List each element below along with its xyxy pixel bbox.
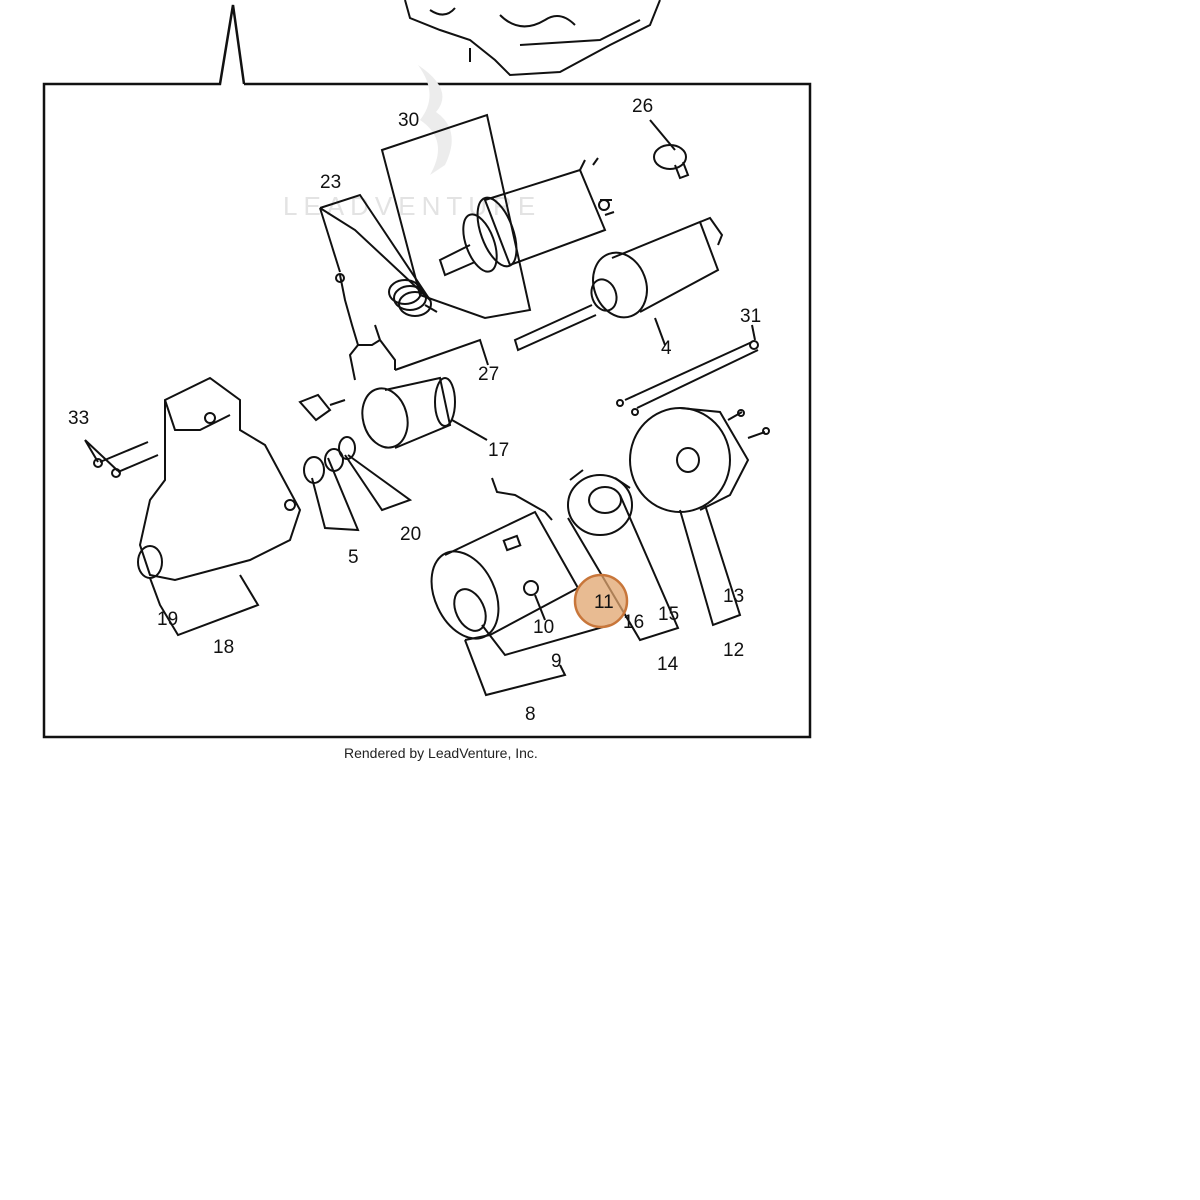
render-credit: Rendered by LeadVenture, Inc. [344,745,538,761]
callout-9: 9 [551,651,562,672]
bolts-part-33 [93,441,159,478]
callout-14: 14 [657,654,679,675]
callout-18: 18 [213,637,234,658]
connector-part [298,393,346,422]
through-bolts-part-31 [616,340,759,416]
callout-19: 19 [157,609,178,630]
callout-20: 20 [400,524,421,545]
end-frame-part-13 [629,407,770,513]
leadventure-watermark: LEADVENTURE [283,65,535,221]
diagram-frame [42,4,812,739]
armature-part-4 [513,216,724,352]
callout-5: 5 [348,547,359,568]
callout-12: 12 [723,640,744,661]
callout-31: 31 [740,306,761,327]
shift-lever-part [335,273,396,381]
callout-13: 13 [723,586,744,607]
callout-4: 4 [661,338,672,359]
cap-part-26 [653,144,690,180]
callout-10: 10 [533,617,554,638]
callout-23: 23 [320,172,341,193]
callout-15: 15 [658,604,679,625]
callout-11: 11 [594,592,614,613]
callout-17: 17 [488,440,509,461]
callout-33: 33 [68,408,89,429]
brush-holder-part-15 [567,469,633,536]
highlight-circle[interactable] [573,573,629,629]
pinion-part-17 [361,376,456,449]
highlighted-callout-11[interactable]: 11 [573,573,629,629]
callout-30: 30 [398,110,419,131]
engine-block-drawing [404,0,661,77]
callout-26: 26 [632,96,653,117]
callout-8: 8 [525,704,536,725]
callout-labels: 30 26 23 4 31 27 33 17 20 5 19 18 10 9 8… [68,96,761,725]
parts-drawing [93,144,770,640]
leader-lines [84,113,756,697]
drive-housing-part-18 [137,376,302,582]
callout-16: 16 [623,612,644,633]
callout-27: 27 [478,364,499,385]
